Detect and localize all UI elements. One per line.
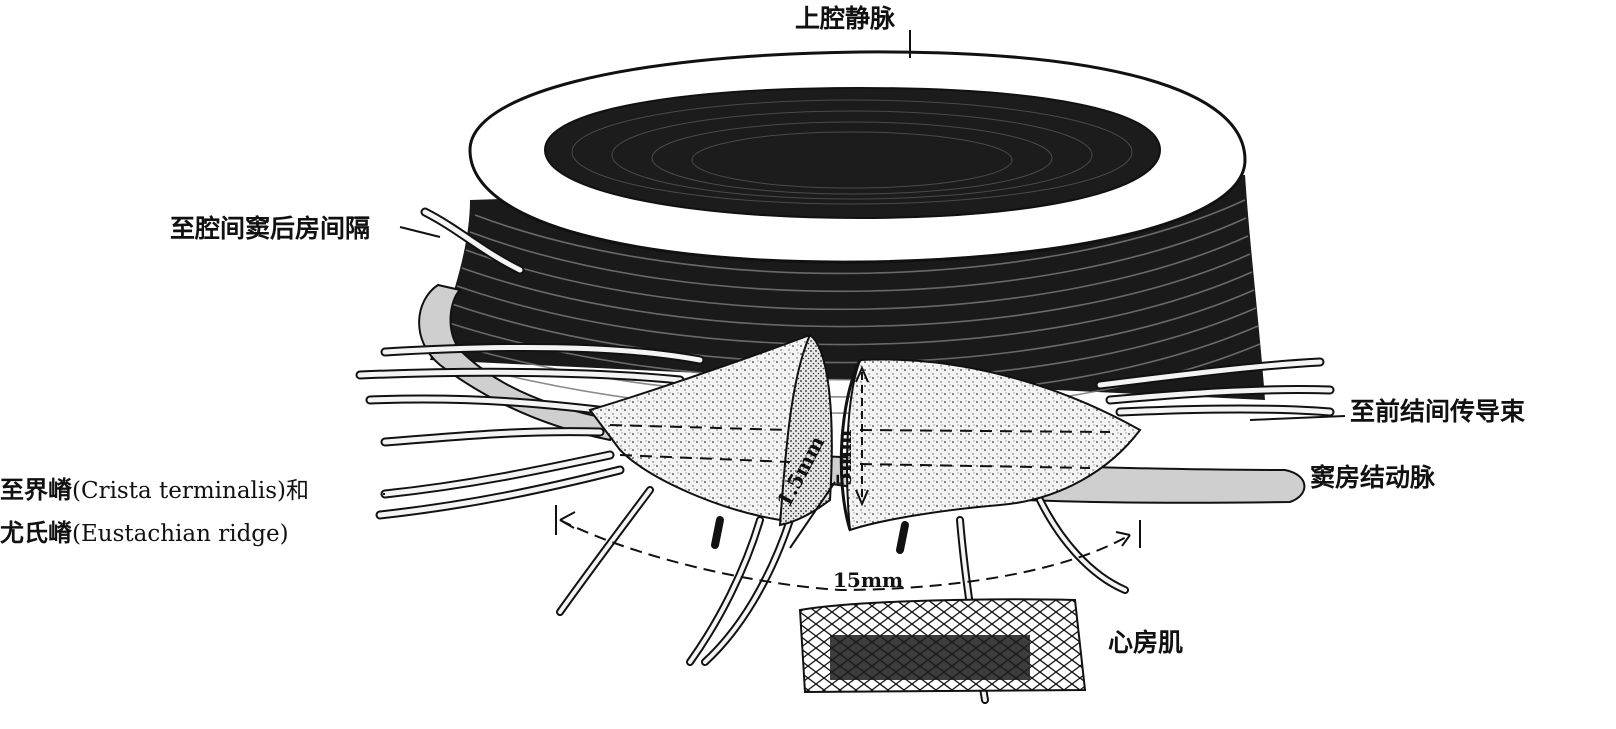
svc-vessel: [430, 50, 1265, 414]
dimension-1-5mm: [789, 481, 836, 549]
label-crista-en: (Crista terminalis)和: [72, 478, 310, 504]
label-to-anterior-tract: 至前结间传导束: [1350, 397, 1526, 426]
dimension-label-15mm: 15mm: [833, 568, 904, 592]
label-eustachian-en: (Eustachian ridge): [72, 521, 289, 547]
label-to-posterior-septum: 至腔间窦后房间隔: [170, 214, 371, 243]
label-crista-terminalis: 至界嵴(Crista terminalis)和: [0, 475, 309, 506]
label-crista-cn: 至界嵴: [0, 476, 72, 504]
dimension-label-5mm: 5mm: [832, 429, 856, 486]
sinoatrial-node: [588, 333, 1142, 532]
atrial-muscle-mesh: [798, 598, 1087, 694]
label-eustachian-cn: 尤氏嵴: [0, 519, 72, 547]
label-eustachian-ridge: 尤氏嵴(Eustachian ridge): [0, 518, 289, 549]
label-sa-node-artery: 窦房结动脉: [1310, 463, 1436, 492]
label-superior-vena-cava: 上腔静脉: [795, 4, 896, 33]
dimension-5mm: [855, 365, 869, 507]
leader-lines: [383, 30, 1346, 495]
dimension-15mm: [555, 505, 1141, 592]
label-atrial-muscle: 心房肌: [1108, 628, 1184, 657]
